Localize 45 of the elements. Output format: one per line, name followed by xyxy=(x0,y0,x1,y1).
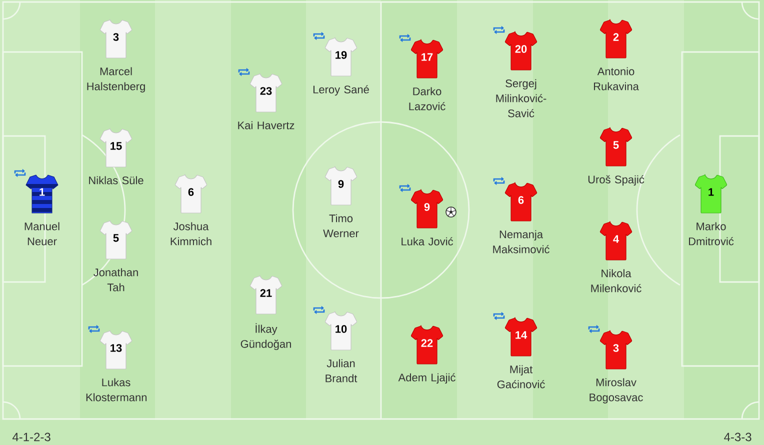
player-jersey: 17 xyxy=(410,38,444,78)
player-name: Timo Werner xyxy=(323,214,359,238)
player-jersey: 23 xyxy=(250,72,282,112)
player-jersey: 4 xyxy=(600,220,632,260)
player-jersey: 9 xyxy=(410,188,444,228)
player-jersey: 15 xyxy=(100,128,132,168)
player-jersey: 20 xyxy=(504,30,538,70)
player-jersey: 5 xyxy=(600,126,632,166)
player-jersey: 6 xyxy=(174,174,208,214)
player-name: Antonio Rukavina xyxy=(594,67,639,90)
player-name: Marcel Halstenberg xyxy=(87,67,145,92)
player-name: Nikola Milenković xyxy=(591,269,642,292)
player-jersey: 13 xyxy=(100,330,132,370)
player-jersey: 2 xyxy=(600,18,632,58)
player-jersey: 9 xyxy=(324,166,358,206)
formation-label: 4-3-3 xyxy=(724,432,752,442)
player-jersey: 22 xyxy=(410,324,444,364)
player-name: Uroš Spajić xyxy=(588,175,644,186)
player-name: Niklas Süle xyxy=(89,176,144,184)
player-name: Mijat Gaćinović xyxy=(497,365,545,388)
player-name: Leroy Sané xyxy=(313,85,369,96)
player-jersey: 6 xyxy=(504,182,538,222)
player-name: Luka Jović xyxy=(402,237,453,246)
player-name: Julian Brandt xyxy=(326,359,358,382)
player-jersey: 10 xyxy=(324,310,358,350)
player-jersey: 3 xyxy=(100,18,132,58)
player-name: Nemanja Maksimović xyxy=(493,230,550,254)
player-name: Joshua Kimmich xyxy=(170,222,212,246)
player-name: Darko Lazović xyxy=(409,87,446,110)
player-name: Lukas Klostermann xyxy=(86,378,147,402)
player-jersey: 14 xyxy=(504,316,538,356)
player-name: Marko Dmitrović xyxy=(689,222,734,246)
player-name: Jonathan Tah xyxy=(94,268,138,292)
player-jersey: 5 xyxy=(100,220,132,260)
player-jersey: 19 xyxy=(324,36,358,76)
formation-label: 4-1-2-3 xyxy=(12,432,50,442)
player-jersey: 1 xyxy=(694,174,728,214)
player-name: Adem Ljajić xyxy=(398,373,456,384)
player-name: Miroslav Bogosavac xyxy=(590,378,643,404)
player-name: Manuel Neuer xyxy=(24,222,60,246)
player-jersey: 3 xyxy=(600,330,632,370)
player-name: Kai Havertz xyxy=(238,121,294,130)
player-name: Sergej Milinković-Savić xyxy=(496,79,546,118)
player-name: İlkay Gündoğan xyxy=(240,323,291,350)
player-jersey: 21 xyxy=(250,274,282,314)
